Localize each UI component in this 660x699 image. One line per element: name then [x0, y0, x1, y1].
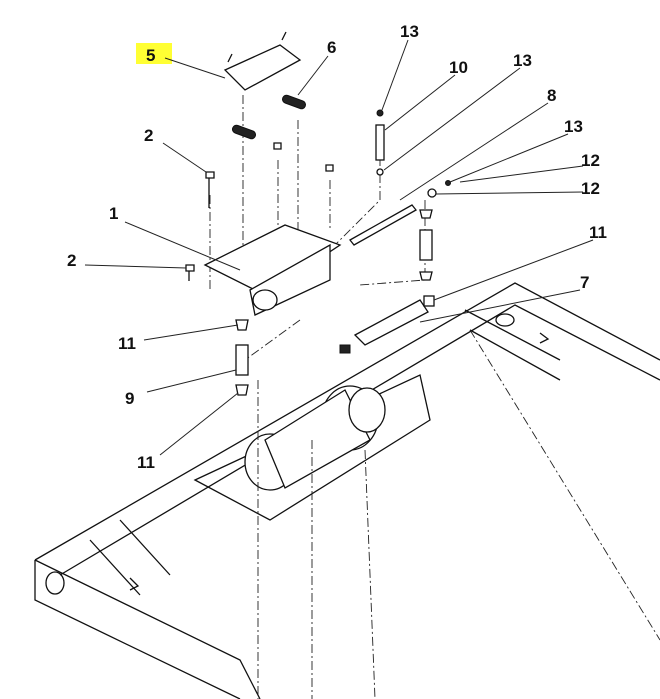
spacer-9-upper — [419, 209, 433, 281]
roller-7 — [339, 295, 435, 354]
hinge-bracket-5 — [223, 31, 302, 91]
bolts-2 — [185, 142, 334, 281]
callout-5[interactable]: 5 — [146, 46, 155, 65]
callout-13[interactable]: 13 — [513, 51, 532, 70]
springs-6 — [231, 94, 307, 140]
centerlines — [209, 95, 660, 699]
callout-highlight — [136, 43, 172, 64]
callout-8[interactable]: 8 — [547, 86, 556, 105]
callout-6[interactable]: 6 — [327, 38, 336, 57]
callout-12[interactable]: 12 — [581, 179, 600, 198]
mount-bracket-1 — [203, 224, 342, 316]
leader-lines — [84, 39, 594, 456]
callout-11[interactable]: 11 — [589, 223, 607, 242]
callouts: 5 6 13 10 13 8 13 12 12 2 1 2 11 7 11 9 … — [67, 22, 607, 472]
callout-9[interactable]: 9 — [125, 389, 134, 408]
callout-2[interactable]: 2 — [67, 251, 76, 270]
callout-1[interactable]: 1 — [109, 204, 118, 223]
callout-11[interactable]: 11 — [118, 334, 136, 353]
callout-12[interactable]: 12 — [581, 151, 600, 170]
callout-2[interactable]: 2 — [144, 126, 153, 145]
callout-13[interactable]: 13 — [564, 117, 583, 136]
pin-10 — [375, 109, 385, 176]
callout-13[interactable]: 13 — [400, 22, 419, 41]
callout-7[interactable]: 7 — [580, 273, 589, 292]
winch-assembly — [244, 385, 386, 491]
shaft-8 — [349, 180, 451, 246]
spacer-9-lower — [235, 319, 249, 396]
callout-10[interactable]: 10 — [449, 58, 468, 77]
callout-11[interactable]: 11 — [137, 453, 155, 472]
